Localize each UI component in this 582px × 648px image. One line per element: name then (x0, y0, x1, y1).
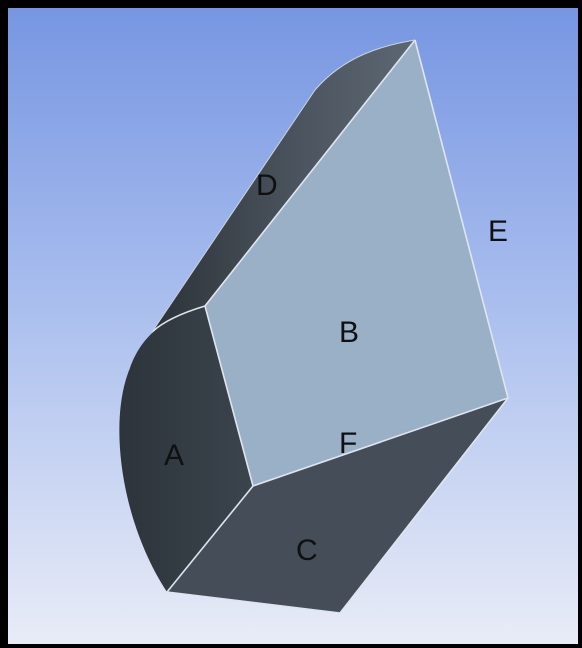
model-edges (151, 39, 509, 614)
label-c: C (296, 534, 318, 567)
edge-c-bottom (166, 397, 509, 614)
edge-d-arc (151, 305, 206, 333)
face-d[interactable] (152, 40, 415, 332)
edge-top-ridge (204, 39, 416, 307)
edge-a-b (204, 305, 254, 487)
label-a: A (164, 439, 184, 472)
face-a[interactable] (119, 306, 253, 592)
label-b: B (339, 316, 359, 349)
edge-d-outline (151, 39, 416, 333)
edge-e (414, 39, 509, 399)
label-e: E (488, 215, 508, 248)
edge-a-c (166, 485, 254, 593)
edge-f (252, 397, 509, 487)
label-d: D (256, 169, 278, 202)
label-f: F (339, 427, 357, 460)
face-c[interactable] (167, 398, 508, 613)
face-b[interactable] (205, 40, 508, 486)
